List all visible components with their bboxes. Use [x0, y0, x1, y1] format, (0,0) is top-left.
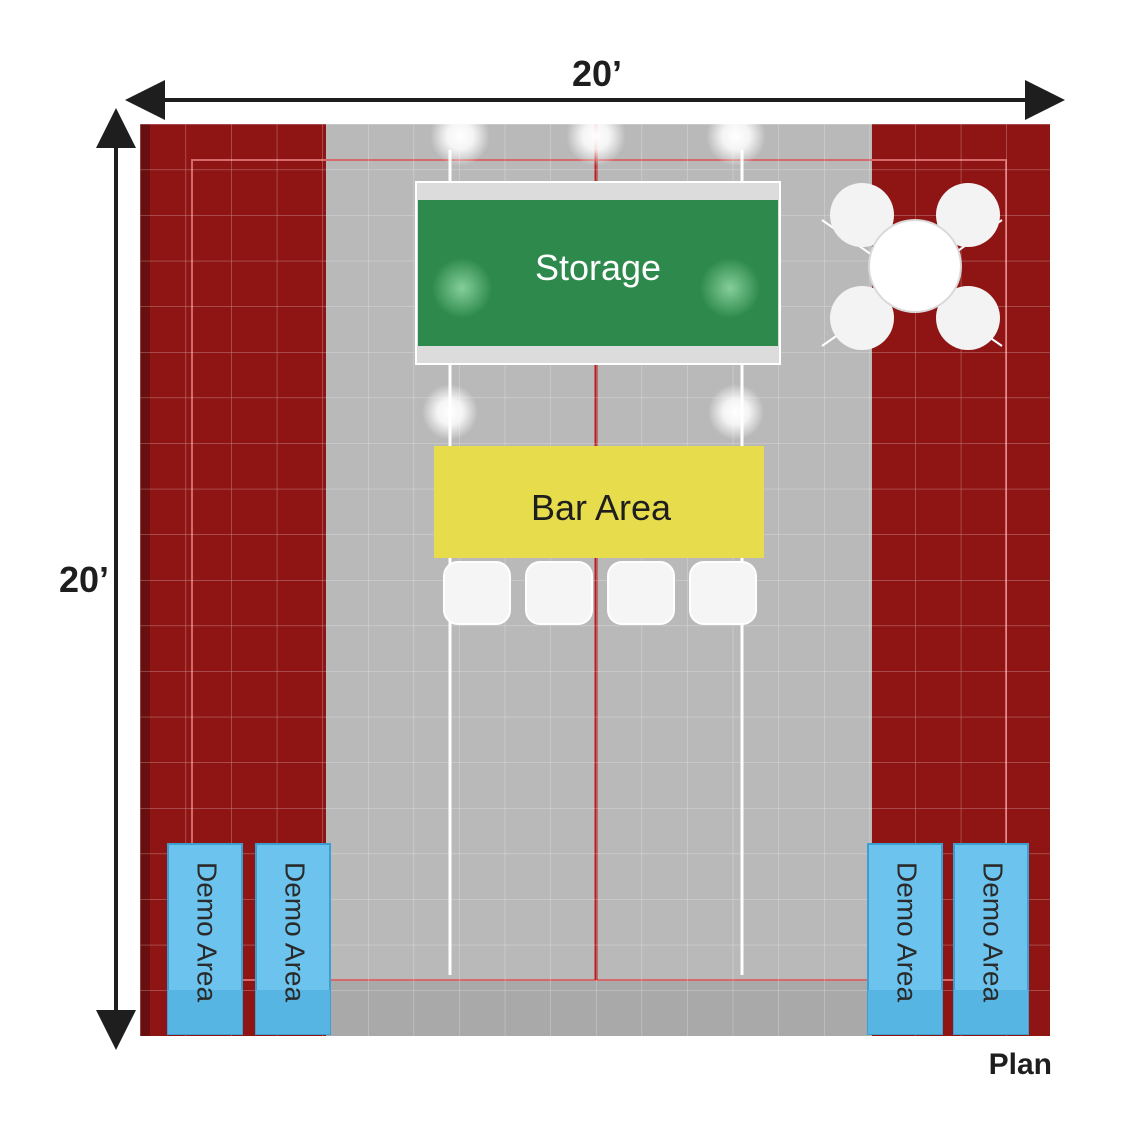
storage-label: Storage [535, 247, 661, 288]
width-dimension-label: 20’ [572, 53, 622, 94]
demo-area-1: Demo Area [167, 843, 243, 1035]
spotlight [566, 106, 626, 166]
bar-stools [443, 561, 757, 625]
table-with-chairs [821, 183, 1003, 350]
chair [936, 286, 1000, 350]
demo-area-label: Demo Area [892, 862, 923, 1002]
spotlight [708, 384, 764, 440]
demo-areas: Demo Area Demo Area Demo Area Demo Area [167, 843, 1029, 1035]
demo-area-counter-top [168, 990, 242, 1034]
spotlight [706, 106, 766, 166]
demo-area-2: Demo Area [255, 843, 331, 1035]
bar-zone: Bar Area [434, 446, 764, 558]
storage-zone: Storage [415, 181, 781, 365]
demo-area-4: Demo Area [953, 843, 1029, 1035]
plan-label: Plan [989, 1048, 1052, 1081]
demo-area-counter-top [256, 990, 330, 1034]
bar-stool [607, 561, 675, 625]
demo-area-counter-top [868, 990, 942, 1034]
demo-area-counter-top [954, 990, 1028, 1034]
spotlights [422, 106, 766, 440]
bar-area-label: Bar Area [531, 487, 672, 528]
height-dimension-label: 20’ [59, 559, 109, 600]
round-table [868, 219, 962, 313]
demo-area-label: Demo Area [978, 862, 1009, 1002]
bar-area [434, 446, 764, 558]
chair [936, 183, 1000, 247]
bar-stool [443, 561, 511, 625]
chair [830, 286, 894, 350]
storage-light [432, 258, 492, 318]
bar-stool [689, 561, 757, 625]
spotlight [430, 106, 490, 166]
demo-area-label: Demo Area [280, 862, 311, 1002]
bar-stool [525, 561, 593, 625]
storage-light [700, 258, 760, 318]
spotlight [422, 384, 478, 440]
demo-area-3: Demo Area [867, 843, 943, 1035]
demo-area-label: Demo Area [192, 862, 223, 1002]
chair [830, 183, 894, 247]
